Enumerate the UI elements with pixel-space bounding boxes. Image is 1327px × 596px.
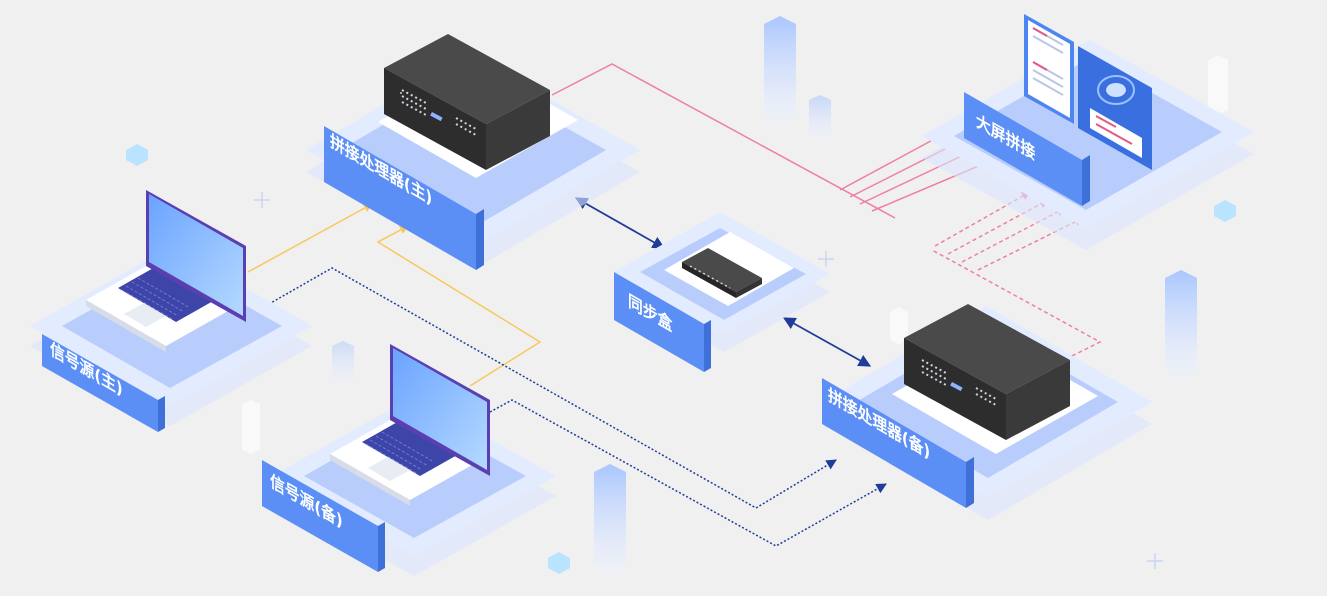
link-source-main-to-processor	[247, 203, 373, 273]
node-processor-backup: 拼接处理器(备)	[822, 304, 1152, 520]
decor	[126, 16, 1236, 576]
node-source-backup: 信号源(备)	[262, 344, 556, 576]
sync-link-main	[574, 197, 666, 249]
node-processor-main: 拼接处理器(主)	[306, 34, 640, 270]
laptop-backup	[330, 344, 490, 506]
link-main-to-wall	[551, 63, 896, 219]
sync-link-backup	[782, 317, 872, 367]
node-video-wall: 大屏拼接	[922, 14, 1254, 250]
link-source-backup-to-processor	[376, 225, 542, 387]
video-wall-screens	[1024, 14, 1152, 170]
laptop-main	[86, 190, 246, 352]
node-sync-box: 同步盒	[614, 212, 830, 372]
node-source-main: 信号源(主)	[30, 190, 312, 432]
processor-main-device	[384, 34, 550, 170]
link-source-backup-to-backup	[489, 399, 887, 547]
processor-backup-device	[904, 304, 1070, 440]
link-backup-to-wall	[931, 249, 1102, 357]
sync-box-device	[682, 248, 762, 298]
link-source-main-to-backup	[247, 267, 837, 509]
